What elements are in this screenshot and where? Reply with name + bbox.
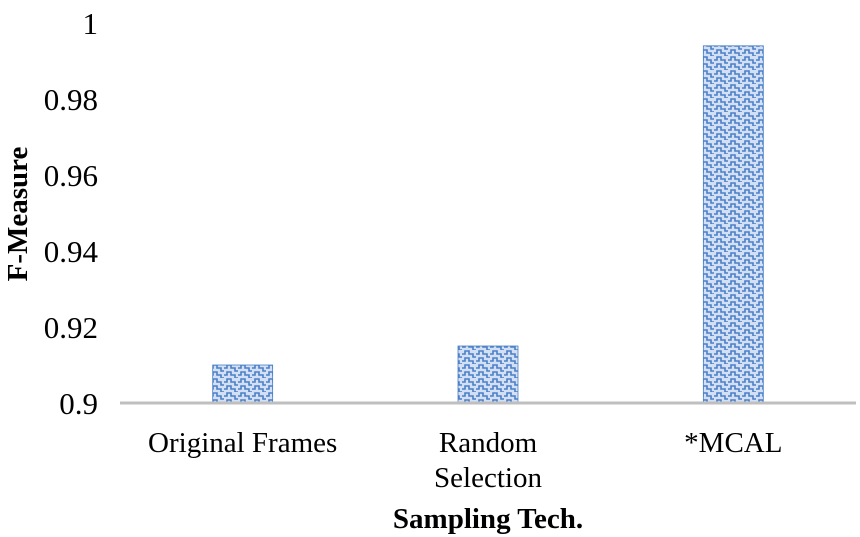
x-axis-title: Sampling Tech. [393,503,583,535]
y-tick-label: 0.92 [44,310,98,345]
bars [212,45,764,404]
y-tick-label: 1 [83,6,99,41]
x-category-label: *MCAL [684,427,782,459]
x-category-label-line: Original Frames [148,427,337,459]
bar [702,45,764,404]
y-tick-label: 0.98 [44,82,98,117]
bar [457,345,519,404]
y-tick-label: 0.9 [59,386,98,421]
x-category-label: Original Frames [148,427,337,459]
y-axis-title: F-Measure [2,146,34,281]
y-tick-label: 0.94 [44,234,99,269]
y-tick-label: 0.96 [44,158,98,193]
x-category-label-line: Random [439,427,538,459]
x-category-label-line: Selection [434,462,542,494]
y-axis-ticks: 0.9 0.92 0.94 0.96 0.98 1 [44,6,99,421]
x-category-label-line: *MCAL [684,427,782,459]
bar [212,364,274,404]
